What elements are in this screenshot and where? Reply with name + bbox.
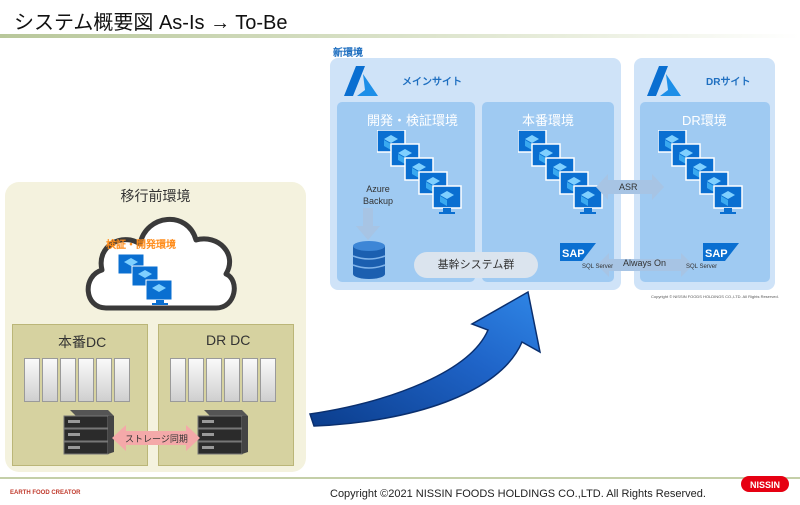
- azure-logo-icon: [647, 66, 681, 96]
- dr-site-title: DRサイト: [706, 77, 751, 88]
- server-icon: [170, 358, 186, 402]
- nissin-logo: NISSIN: [741, 476, 789, 492]
- prod-environment-title: 本番環境: [522, 113, 575, 128]
- dc-dr-title: DR DC: [206, 332, 251, 348]
- server-icon: [60, 358, 76, 402]
- storage-sync-label: ストレージ同期: [125, 434, 188, 444]
- azure-logo-icon: [344, 66, 378, 96]
- virtual-machine-icon: [432, 185, 462, 209]
- server-icon: [114, 358, 130, 402]
- main-site-title: メインサイト: [402, 77, 462, 88]
- virtual-machine-stack-dev: [377, 130, 462, 214]
- page-title: システム概要図 As-Is → To-Be: [14, 12, 288, 34]
- asr-arrow: [596, 174, 664, 200]
- dev-environment-title: 開発・検証環境: [367, 113, 459, 128]
- sap-logo-icon: SAP: [703, 243, 739, 261]
- server-icon: [42, 358, 58, 402]
- server-group-dr: [170, 358, 276, 402]
- footer-copyright: Copyright ©2021 NISSIN FOODS HOLDINGS CO…: [330, 488, 706, 500]
- server-icon: [78, 358, 94, 402]
- server-icon: [242, 358, 258, 402]
- sap-logo-text: SAP: [562, 248, 585, 260]
- server-icon: [96, 358, 112, 402]
- asis-title: 移行前環境: [120, 188, 191, 204]
- cloud-label: 検証・開発環境: [106, 240, 176, 251]
- sql-server-label: SQL Server: [686, 264, 718, 270]
- azure-backup-line2: Backup: [363, 196, 394, 206]
- nissin-logo-text: NISSIN: [750, 480, 780, 490]
- footer-slogan: EARTH FOOD CREATOR: [10, 490, 81, 496]
- virtual-machine-stack-dr: [658, 130, 743, 214]
- virtual-machine-icon: [117, 253, 173, 305]
- server-rack-icon: [63, 410, 114, 455]
- slide-copyright-small: Copyright © NISSIN FOODS HOLDINGS CO.,LT…: [651, 294, 779, 299]
- virtual-machine-icon: [685, 157, 715, 181]
- always-on-arrow: [597, 253, 693, 277]
- azure-backup-label: Azure Backup: [363, 183, 393, 207]
- sap-logo-icon: SAP: [560, 243, 596, 261]
- virtual-machine-icon: [573, 185, 603, 209]
- title-underline: [0, 34, 800, 38]
- backup-arrow: [356, 208, 380, 240]
- server-icon: [188, 358, 204, 402]
- new-environment-label: 新環境: [333, 48, 363, 59]
- dr-environment-title: DR環境: [682, 113, 727, 128]
- server-icon: [224, 358, 240, 402]
- core-systems-label: 基幹システム群: [414, 252, 538, 278]
- azure-backup-line1: Azure: [366, 184, 390, 194]
- sql-server-label: SQL Server: [582, 264, 614, 270]
- server-icon: [260, 358, 276, 402]
- virtual-machine-icon: [713, 185, 743, 209]
- curved-arrow-icon: [309, 290, 542, 427]
- database-icon: [352, 241, 386, 279]
- always-on-label: Always On: [623, 258, 667, 268]
- virtual-machine-stack-prod: [518, 130, 603, 214]
- asr-label: ASR: [619, 182, 638, 192]
- server-icon: [206, 358, 222, 402]
- server-rack-icon: [197, 410, 248, 455]
- sap-logo-text: SAP: [705, 248, 728, 260]
- server-group-main: [24, 358, 130, 402]
- cloud-icon: [85, 216, 237, 311]
- storage-sync-arrow: [112, 425, 200, 451]
- footer-rule: [0, 477, 800, 479]
- dc-main-title: 本番DC: [58, 334, 107, 350]
- server-icon: [24, 358, 40, 402]
